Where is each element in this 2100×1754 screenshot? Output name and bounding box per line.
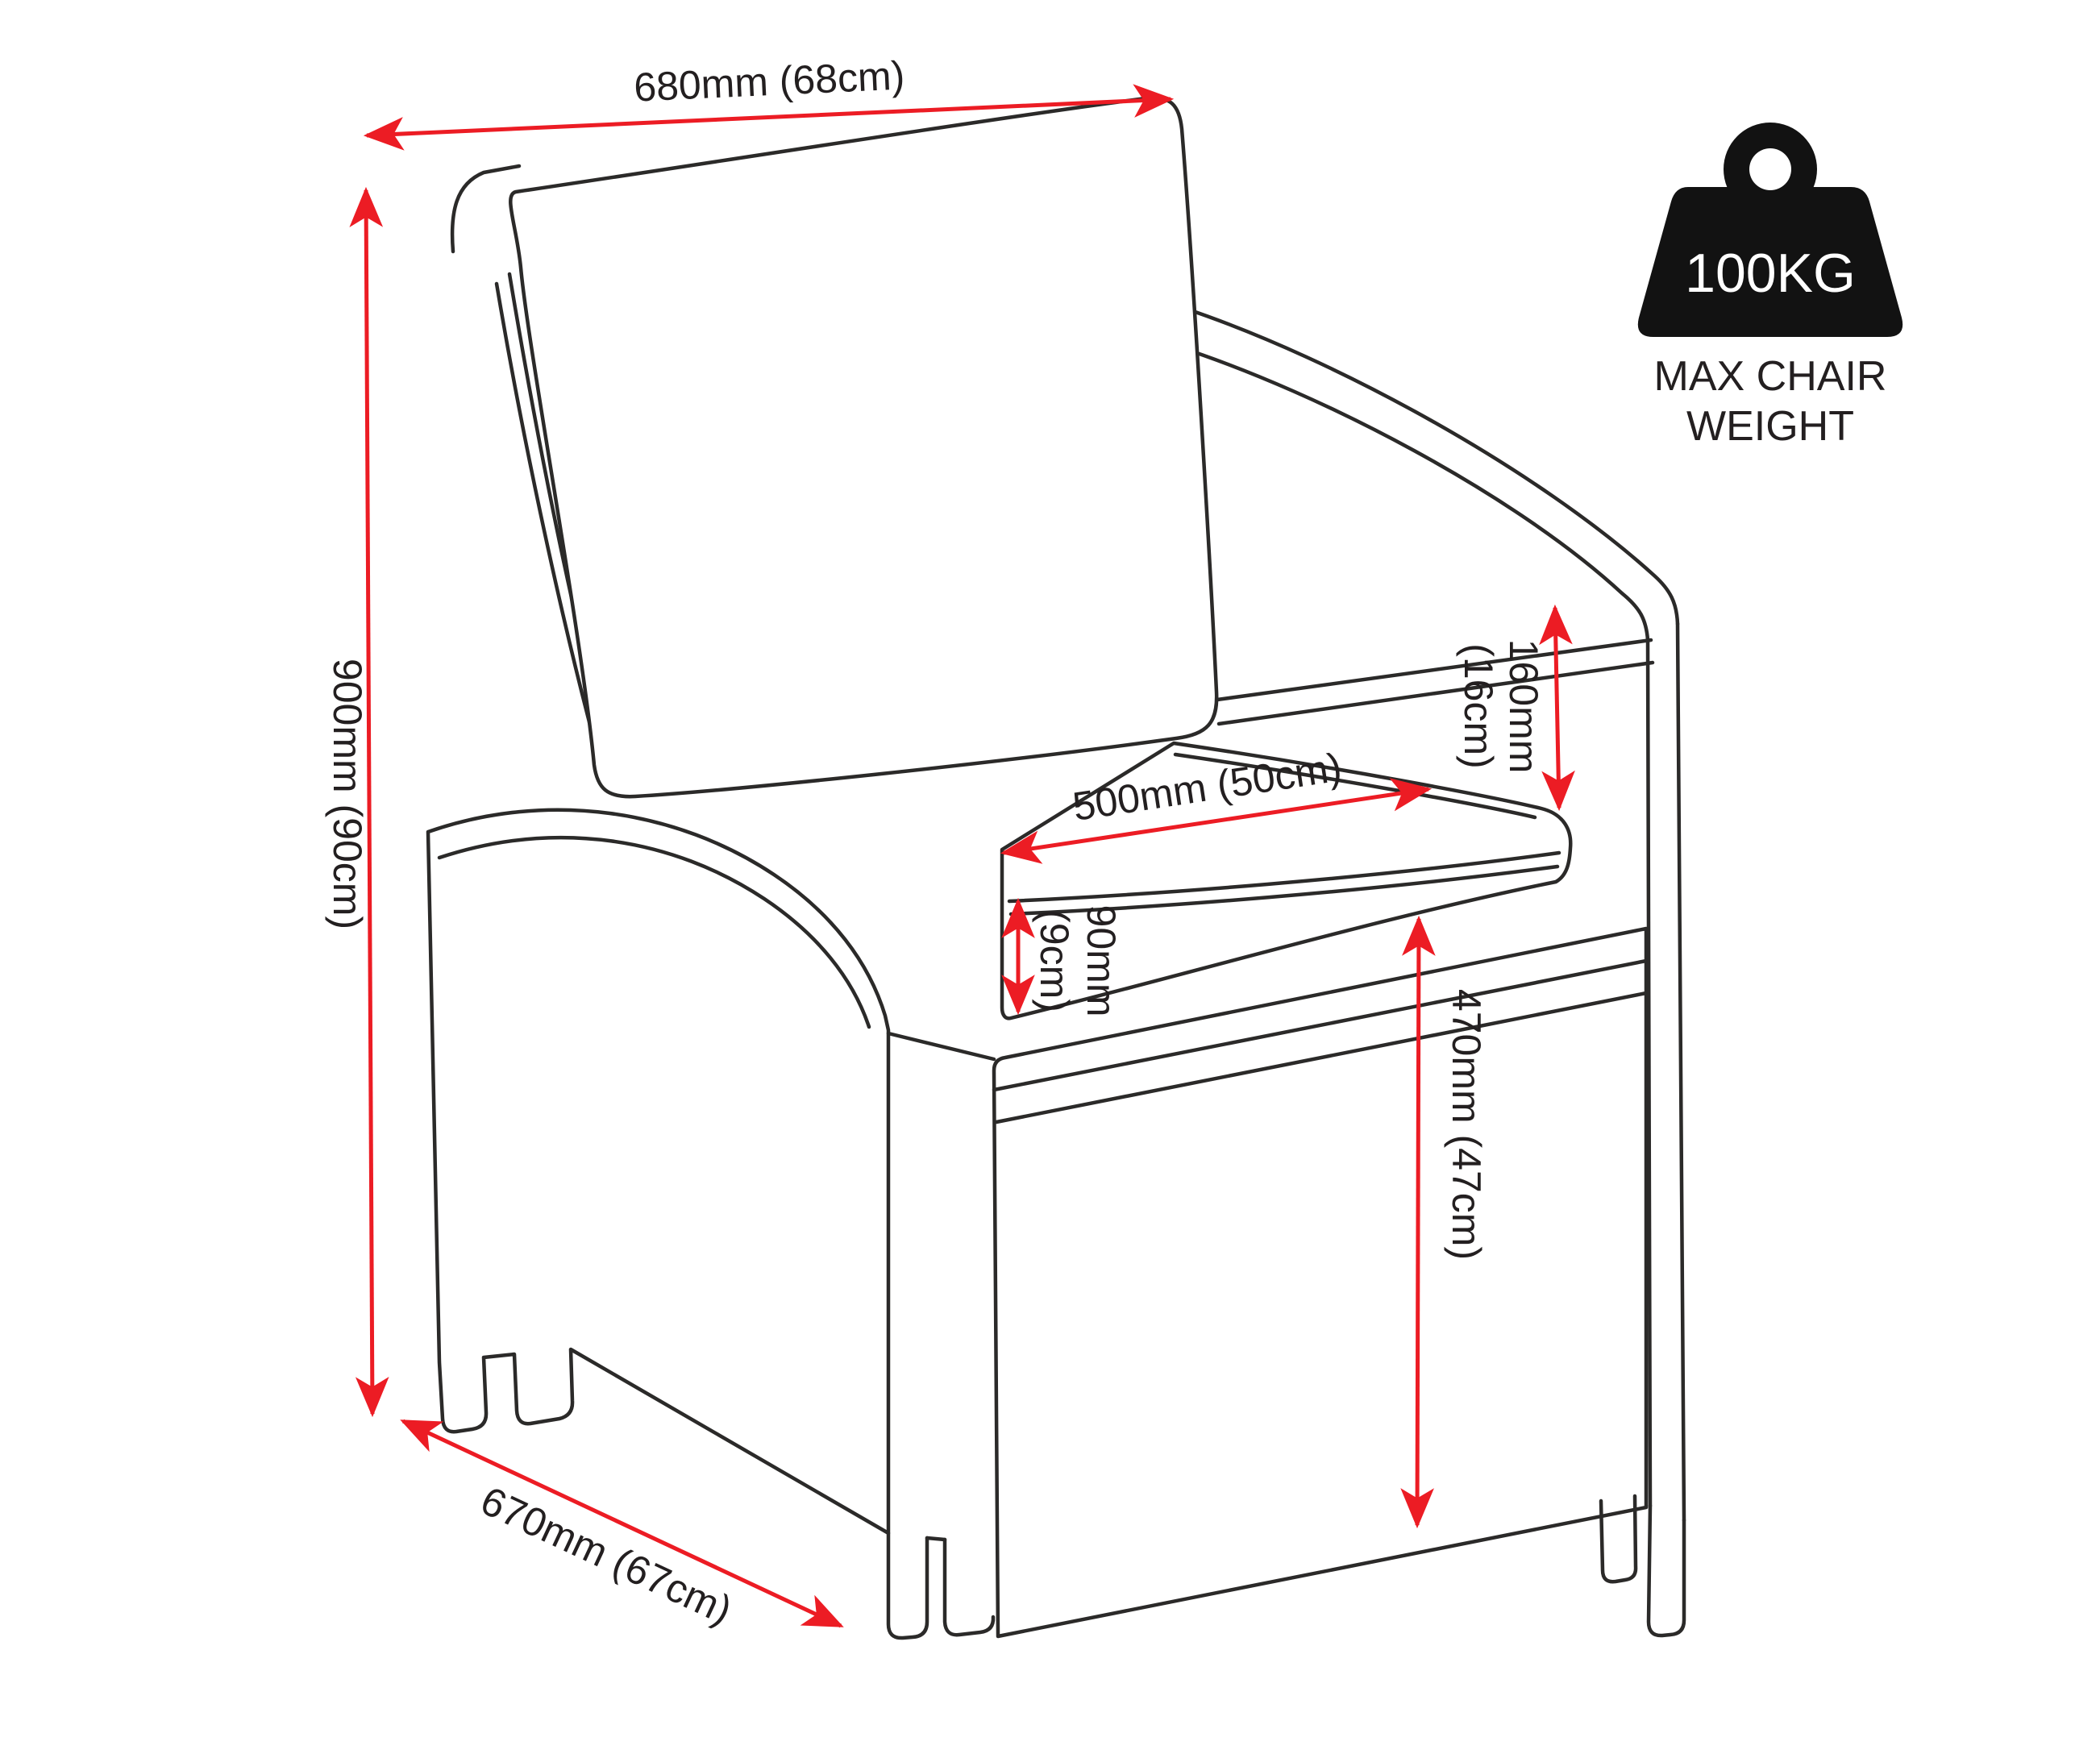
label-arm-to-seat-line2: (16cm) (1456, 643, 1501, 769)
back-cushion (509, 96, 1219, 799)
dimension-arrow-seat-width (1000, 778, 1433, 864)
chair-right-legs (1599, 621, 1686, 1638)
dimension-arrow-overall-width (363, 84, 1175, 151)
max-weight-badge: 100KG MAX CHAIR WEIGHT (1637, 123, 1903, 450)
label-arm-to-seat: 160mm (16cm) (1456, 639, 1546, 774)
label-overall-depth: 670mm (67cm) (474, 1478, 738, 1633)
seat-base (992, 926, 1649, 1639)
dimension-arrows (349, 84, 1575, 1628)
badge-weight-value: 100KG (1685, 243, 1856, 304)
label-cushion-thickness-line2: (9cm) (1032, 909, 1077, 1012)
badge-caption-line2: WEIGHT (1686, 403, 1854, 450)
label-overall-width: 680mm (68cm) (633, 52, 905, 110)
left-arm-panel (426, 808, 996, 1640)
label-arm-to-seat-line1: 160mm (1501, 639, 1546, 774)
badge-caption-line1: MAX CHAIR (1654, 353, 1887, 400)
dimension-arrow-arm-to-seat (1539, 604, 1575, 812)
label-seat-height: 470mm (47cm) (1444, 989, 1489, 1260)
chair-illustration (426, 96, 1686, 1640)
dimension-arrow-overall-height (349, 186, 389, 1418)
label-overall-height: 900mm (90cm) (325, 659, 370, 929)
weight-icon-body (1637, 187, 1903, 337)
label-cushion-thickness-line1: 90mm (1079, 905, 1124, 1017)
label-cushion-thickness: 90mm (9cm) (1032, 905, 1124, 1017)
dimension-arrow-overall-depth (400, 1419, 844, 1628)
weight-icon-handle-hole (1749, 148, 1791, 190)
dimension-arrow-seat-height (1400, 915, 1436, 1529)
